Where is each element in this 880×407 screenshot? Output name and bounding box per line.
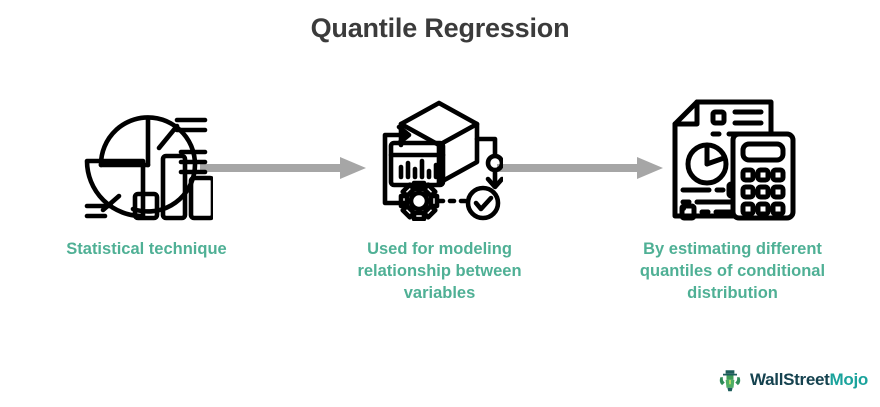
logo-text-primary: WallStreet (750, 369, 830, 389)
logo-wordmark: WallStreetMojo (750, 371, 868, 388)
steps-row: Statistical technique (0, 95, 880, 345)
statistics-pie-bar-chart-icon (77, 95, 217, 225)
step-label: Used for modeling relationship between v… (357, 240, 522, 302)
step-label: Statistical technique (66, 240, 227, 258)
report-document-calculator-icon (663, 95, 803, 225)
logo-text-accent: Mojo (829, 369, 869, 389)
wallstreetmojo-logo[interactable]: WallStreetMojo (716, 365, 868, 393)
step-label: By estimating different quantiles of con… (639, 240, 826, 302)
wallstreetmojo-bull-mascot-icon (719, 370, 741, 392)
step-used-for-modeling: Used for modeling relationship between v… (293, 95, 586, 305)
arrow-step2-to-step3 (497, 155, 663, 181)
arrow-step1-to-step2 (200, 155, 366, 181)
step-statistical-technique: Statistical technique (0, 95, 293, 261)
step-by-estimating-quantiles: By estimating different quantiles of con… (586, 95, 879, 305)
modeling-workflow-cube-gear-icon (370, 95, 510, 225)
page-title: Quantile Regression (310, 13, 570, 43)
